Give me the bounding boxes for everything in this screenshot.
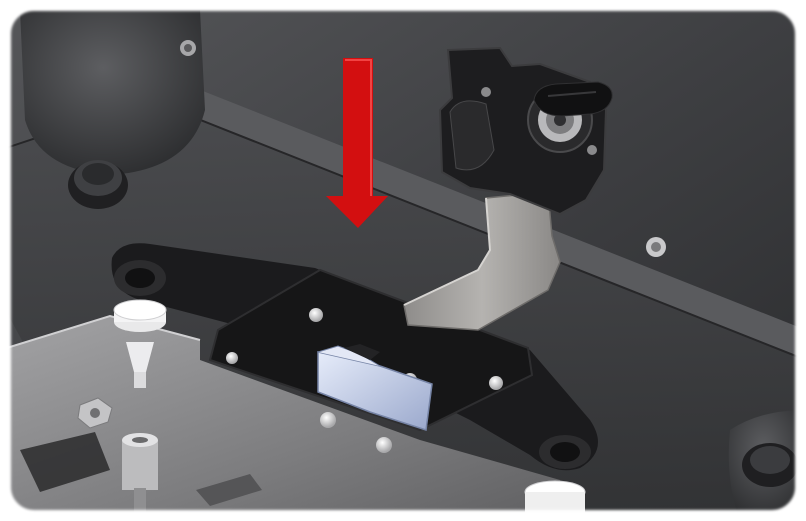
housing-ledge (150, 70, 800, 360)
key-icon (533, 81, 613, 117)
down-arrow-red-icon (326, 58, 388, 228)
left-dome (20, 10, 205, 175)
